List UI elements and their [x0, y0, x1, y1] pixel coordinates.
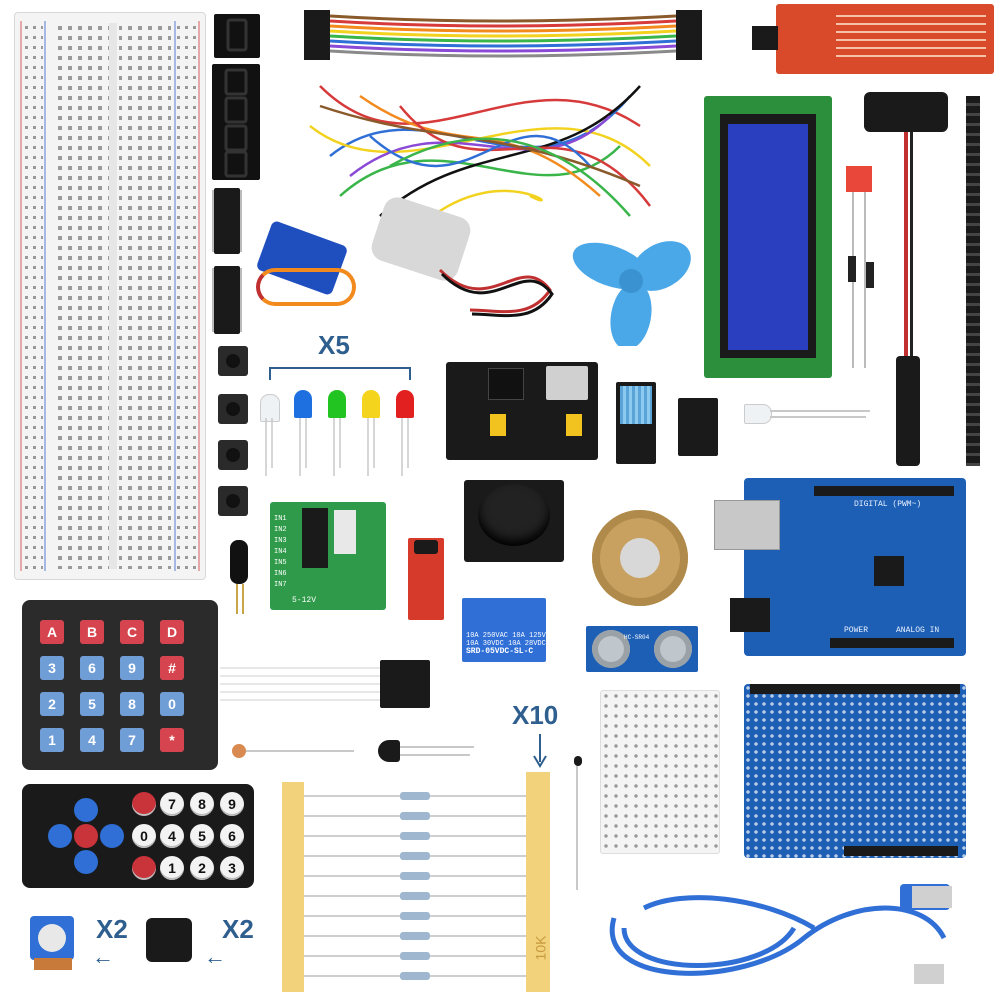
- potentiometer: [30, 916, 74, 960]
- led-blue: [294, 390, 312, 418]
- resistor-tape-left: [282, 782, 304, 992]
- keypad-key: B: [80, 620, 104, 644]
- resistor-strip: [304, 792, 526, 980]
- ir-receiver-module: [678, 398, 718, 456]
- header-cable: [380, 660, 430, 708]
- arduino-power-label: POWER: [844, 626, 869, 635]
- dc-jack-plug: [896, 356, 920, 466]
- keypad-key: 2: [40, 692, 64, 716]
- push-button-4: [218, 486, 248, 516]
- ultrasonic-sensor: HC-SR04: [586, 626, 698, 672]
- lcd-1602: [704, 96, 832, 378]
- remote-key: 7: [160, 792, 184, 816]
- keypad-key: 5: [80, 692, 104, 716]
- push-button-1: [218, 346, 248, 376]
- led-quantity: X5: [318, 330, 350, 360]
- remote-key: 4: [160, 824, 184, 848]
- resistor-arrow: [533, 734, 547, 768]
- ic-chip-1: [214, 188, 240, 254]
- diode-2: [866, 262, 874, 288]
- usb-cable: [609, 884, 952, 984]
- keypad-key: 7: [120, 728, 144, 752]
- relay-labels: 10A 250VAC 10A 125VAC 10A 30VDC 10A 28VD…: [466, 632, 555, 656]
- leds-bracket: [269, 367, 411, 380]
- prototype-shield: [744, 684, 966, 858]
- keypad-key: 0: [160, 692, 184, 716]
- keypad-key: 6: [80, 656, 104, 680]
- push-button-2: [218, 394, 248, 424]
- resistor-quantity: X10: [512, 700, 559, 730]
- keypad-key: #: [160, 656, 184, 680]
- keypad-key: 8: [120, 692, 144, 716]
- uln2003-driver: 5-12V: [270, 502, 386, 610]
- pin-header: [966, 96, 980, 466]
- diode-1: [848, 256, 856, 282]
- keypad-key: *: [160, 728, 184, 752]
- keypad-key: 4: [80, 728, 104, 752]
- arduino-analog-label: ANALOG IN: [896, 626, 940, 635]
- keypad-key: C: [120, 620, 144, 644]
- remote-key: 5: [190, 824, 214, 848]
- fan-propeller: [572, 241, 691, 346]
- push-button-3: [218, 440, 248, 470]
- arduino-digital-label: DIGITAL (PWM~): [854, 500, 922, 509]
- thermistor: [574, 756, 582, 766]
- rgb-led: [744, 404, 772, 424]
- led-white: [260, 394, 280, 422]
- breadboard-holes: [20, 21, 200, 571]
- mini-breadboard: [600, 690, 720, 854]
- remote-key: 9: [220, 792, 244, 816]
- remote-key: 1: [160, 856, 184, 880]
- tilt-switch: [230, 540, 248, 584]
- buzzer: [146, 918, 192, 962]
- driver-power-label: 5-12V: [292, 596, 317, 605]
- driver-pin-labels: IN1 IN2 IN3 IN4 IN5 IN6 IN7: [274, 515, 287, 589]
- keypad-key: 9: [120, 656, 144, 680]
- relay: [462, 598, 546, 662]
- buzzer-quantity: X2: [222, 914, 254, 944]
- breadboard: [14, 12, 206, 580]
- resistor-tape-right: 10K: [526, 772, 550, 992]
- keypad-key: 3: [40, 656, 64, 680]
- joystick-module: [464, 480, 564, 562]
- keypad-key: 1: [40, 728, 64, 752]
- arduino-uno-board: DIGITAL (PWM~) POWER ANALOG IN: [714, 478, 966, 656]
- dupont-ribbon-cable: [304, 10, 702, 60]
- remote-key: 8: [190, 792, 214, 816]
- remote-key: 6: [220, 824, 244, 848]
- segment-digits: [224, 18, 248, 178]
- battery-clip: [864, 92, 948, 132]
- arrow-left-icon: ←: [204, 944, 226, 969]
- led-yellow: [362, 390, 380, 418]
- remote-key: 2: [190, 856, 214, 880]
- remote-key: [132, 856, 156, 880]
- jumper-wire-bundle: [309, 85, 651, 227]
- resistor-tape-label: 10K: [532, 935, 549, 961]
- keypad-key: A: [40, 620, 64, 644]
- ic-chip-2: [214, 266, 240, 334]
- remote-key: 0: [132, 824, 156, 848]
- arrow-left-icon: ←: [92, 944, 114, 969]
- remote-dpad: [48, 798, 124, 874]
- led-red: [396, 390, 414, 418]
- photoresistor: [232, 744, 246, 758]
- potentiometer-quantity: X2: [96, 914, 128, 944]
- remote-key: [132, 792, 156, 816]
- ultrasonic-label: HC-SR04: [624, 634, 650, 641]
- transistor: [378, 740, 400, 762]
- keypad-key: D: [160, 620, 184, 644]
- remote-key: 3: [220, 856, 244, 880]
- ceramic-capacitor: [846, 166, 872, 192]
- led-green: [328, 390, 346, 418]
